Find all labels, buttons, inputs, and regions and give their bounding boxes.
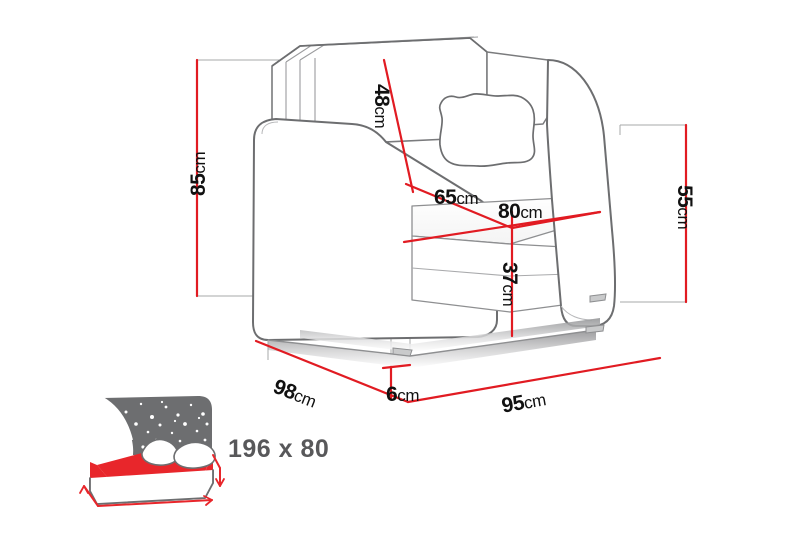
dimension-value-48: 48 xyxy=(370,84,393,107)
bed-blanket-swoosh-edge xyxy=(102,397,133,441)
dimension-label-37cm: 37cm xyxy=(498,262,521,307)
dimension-unit-85: cm xyxy=(190,151,209,174)
bed-sleeping-area-icon xyxy=(79,396,225,507)
dimension-value-80: 80 xyxy=(498,200,521,223)
dimension-unit-95: cm xyxy=(522,390,548,413)
throw-pillow xyxy=(438,92,536,168)
dimension-value-65: 65 xyxy=(434,186,457,209)
right-armrest xyxy=(546,59,617,327)
leg-front-right xyxy=(585,324,605,334)
dimline-65cm xyxy=(404,182,514,230)
dimension-value-55: 55 xyxy=(673,185,696,208)
bed-dimension-arrows xyxy=(79,454,225,507)
dimension-label-85cm: 85cm xyxy=(187,151,210,196)
dimline-6cm-tick xyxy=(381,363,412,370)
dimension-unit-55: cm xyxy=(674,207,693,230)
bed-pillow-right xyxy=(173,441,216,469)
dimension-label-6cm: 6cm xyxy=(386,383,420,406)
dimension-label-65cm: 65cm xyxy=(434,186,479,209)
bed-headboard-stars xyxy=(111,400,209,450)
dimension-value-85: 85 xyxy=(187,173,210,196)
furniture-legs xyxy=(392,293,607,357)
bed-base-front xyxy=(89,470,214,505)
dimension-label-80cm: 80cm xyxy=(498,200,543,223)
base-bottom-shade-front xyxy=(268,330,596,368)
dimline-48cm xyxy=(382,58,415,194)
dimline-95cm xyxy=(406,356,662,404)
dimension-unit-48: cm xyxy=(371,106,390,129)
bed-pillow-left xyxy=(141,438,179,466)
dimension-value-6: 6 xyxy=(386,383,398,406)
bed-blanket-swoosh xyxy=(103,398,134,455)
dimension-lines xyxy=(195,58,688,404)
bed-size-label: 196 x 80 xyxy=(228,435,330,463)
backrest-top-edge xyxy=(271,37,488,67)
dimension-unit-80: cm xyxy=(520,203,543,222)
dimension-unit-65: cm xyxy=(456,189,479,208)
dimline-80cm-b xyxy=(510,210,602,230)
leg-rear-right xyxy=(589,293,607,303)
dimension-label-55cm: 55cm xyxy=(673,185,696,230)
dimension-unit-37: cm xyxy=(499,284,518,307)
base-bottom-shade-back xyxy=(300,318,600,352)
dimension-label-48cm: 48cm xyxy=(370,84,393,129)
left-armrest-inner-edge xyxy=(261,121,279,135)
dimline-98cm xyxy=(254,339,410,404)
dimension-value-37: 37 xyxy=(498,262,521,285)
leg-front-left xyxy=(392,347,413,357)
dimension-unit-6: cm xyxy=(397,386,420,405)
